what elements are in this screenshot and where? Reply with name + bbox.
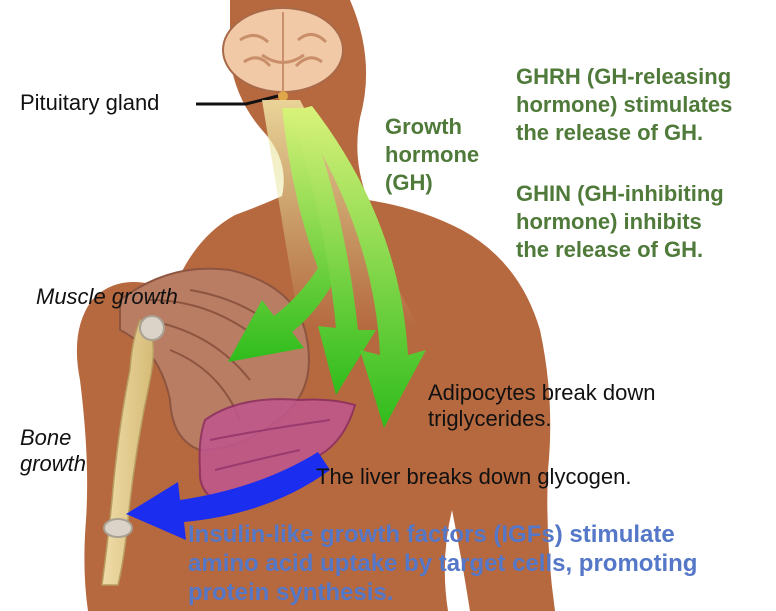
- muscle-growth-label: Muscle growth: [36, 284, 178, 310]
- growth-hormone-label: Growth hormone (GH): [385, 113, 479, 197]
- ghrh-text: GHRH (GH-releasing hormone) stimulates t…: [516, 63, 732, 147]
- pituitary-gland-dot: [278, 91, 288, 101]
- liver-label: The liver breaks down glycogen.: [316, 464, 632, 490]
- bone-growth-label: Bone growth: [20, 425, 86, 477]
- ghin-text: GHIN (GH-inhibiting hormone) inhibits th…: [516, 180, 724, 264]
- igf-text: Insulin-like growth factors (IGFs) stimu…: [188, 520, 697, 607]
- pituitary-gland-label: Pituitary gland: [20, 90, 159, 116]
- adipocytes-label: Adipocytes break down triglycerides.: [428, 380, 655, 432]
